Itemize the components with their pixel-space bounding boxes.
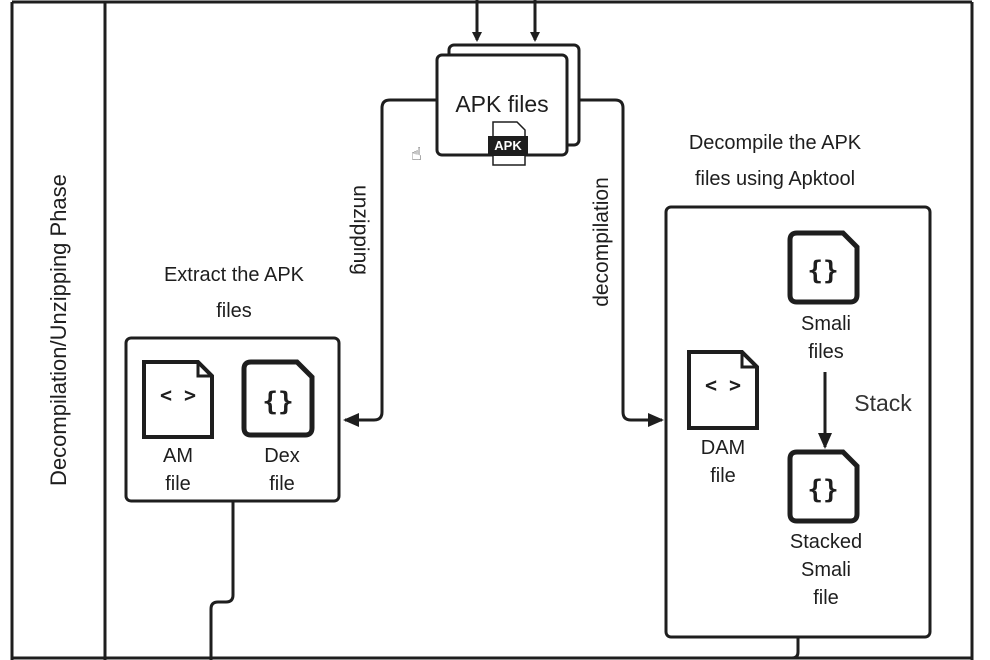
unzipping-label: unzipping: [349, 185, 372, 275]
dam-file-label-line1: DAM: [700, 437, 746, 459]
svg-text:< >: < >: [160, 383, 196, 407]
svg-text:{}: {}: [807, 475, 838, 505]
extract-caption-line1: Extract the APK: [163, 264, 305, 286]
dam-file-label-line2: file: [710, 465, 736, 487]
stack-label: Stack: [854, 390, 912, 416]
am-file-label-line2: file: [165, 473, 191, 495]
svg-text:{}: {}: [807, 256, 838, 286]
am-file-label-line1: AM: [163, 445, 193, 467]
stacked-smali-label-line2: Smali: [800, 559, 851, 581]
decompile-caption-line1: Decompile the APK: [688, 132, 862, 154]
xml-code-file-icon: < >: [142, 360, 214, 439]
decompilation-label: decompilation: [590, 177, 613, 307]
apk-files-label: APK files: [455, 91, 549, 117]
incoming-arrows: [472, 0, 540, 42]
smali-files-label-line2: files: [808, 341, 844, 363]
apk-icon-text: APK: [494, 138, 522, 153]
hand-cursor-icon: ☝: [411, 144, 422, 164]
dex-file-label-line1: Dex: [264, 445, 300, 467]
svg-text:< >: < >: [705, 373, 741, 397]
decompilation-connector: [580, 98, 664, 427]
smali-files-label-line1: Smali: [800, 313, 851, 335]
dex-file-label-line2: file: [269, 473, 295, 495]
extract-output-connector: [209, 501, 235, 660]
curly-braces-file-icon: {}: [241, 359, 315, 438]
lane-title: Decompilation/Unzipping Phase: [46, 174, 71, 486]
svg-text:{}: {}: [262, 387, 293, 417]
extract-caption-line2: files: [216, 300, 252, 322]
unzipping-connector: [343, 98, 437, 427]
stacked-smali-label-line3: file: [813, 587, 839, 609]
decompile-caption-line2: files using Apktool: [694, 168, 856, 190]
stacked-smali-label-line1: Stacked: [789, 531, 863, 553]
curly-braces-file-icon: {}: [787, 449, 860, 524]
curly-braces-file-icon: {}: [787, 230, 860, 305]
decompile-output-connector: [780, 637, 800, 660]
swimlane-frame: [10, 0, 974, 660]
apk-file-icon: [488, 121, 528, 166]
xml-code-file-icon: < >: [687, 350, 759, 430]
